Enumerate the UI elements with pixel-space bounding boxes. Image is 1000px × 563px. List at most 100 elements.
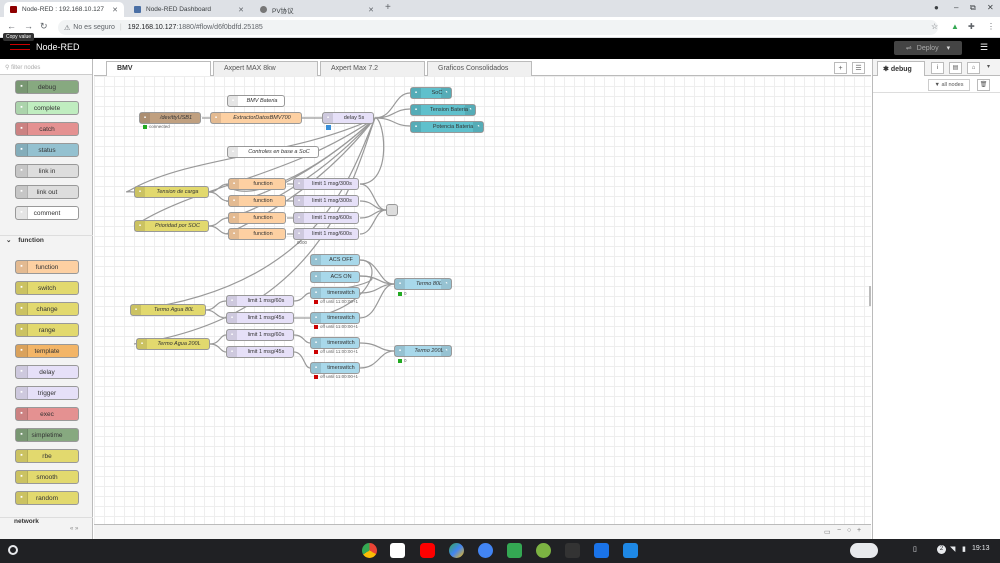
tab-debug[interactable]: ✱ debug [877,61,925,76]
canvas-scroll-handle[interactable] [869,286,871,306]
flow-node-acs-off[interactable]: ▪ACS OFF [310,254,360,266]
account-icon[interactable]: ● [934,3,939,12]
url-input[interactable]: ⚠ No es seguro | 192.168.10.127:1880/#fl… [58,20,938,35]
flow-node-delay[interactable]: ▪delay 5s [322,112,374,124]
debug-filter-button[interactable]: ▼ all nodes [928,79,970,91]
drive-icon[interactable]: ▲ [951,22,959,31]
flow-node-potencia-bat[interactable]: ▪◔Potencia Bateria [410,121,484,133]
list-flows-icon[interactable]: ☰ [852,62,865,74]
palette-node-catch[interactable]: ▪catch [15,122,79,136]
palette-node-debug[interactable]: ▪debug [15,80,79,94]
palette-node-random[interactable]: ▪random [15,491,79,505]
more-icon[interactable]: ⋮ [987,22,995,31]
palette-node-function[interactable]: ▪function [15,260,79,274]
palette-node-comment[interactable]: ▪comment [15,206,79,220]
notification-badge[interactable]: 2 [937,545,946,554]
clock[interactable]: 19:13 [972,545,990,552]
close-icon[interactable]: ✕ [368,6,374,14]
flow-node-sw-prioridad[interactable]: ▪Prioridad por SOC [134,220,209,232]
flow-node-fn4[interactable]: ▪function [228,228,286,240]
palette-filter[interactable]: ⚲ filter nodes [0,59,92,75]
flow-node-fn3[interactable]: ▪function [228,212,286,224]
flow-node-termo80-sw[interactable]: ▪Termo Agua 80L [130,304,206,316]
palette-node-exec[interactable]: ▪exec [15,407,79,421]
flow-node-ts4[interactable]: ▪timerswitch [310,362,360,374]
flow-node-lim1[interactable]: ▪limit 1 msg/300s [293,178,359,190]
flow-node-control-comment[interactable]: ▪Controles en base a SoC [227,146,319,158]
youtube-icon[interactable] [420,543,435,558]
dashboard-icon[interactable]: ⌂ [967,62,980,74]
flow-node-ts3[interactable]: ▪timerswitch [310,337,360,349]
browser-tab-dashboard[interactable]: Node-RED Dashboard ✕ [128,2,250,17]
palette-node-delay[interactable]: ▪delay [15,365,79,379]
flow-node-ts2[interactable]: ▪timerswitch [310,312,360,324]
play-store-icon[interactable] [449,543,464,558]
trash-icon[interactable]: 🗑 [977,79,990,91]
flow-node-lim2[interactable]: ▪limit 1 msg/300s [293,195,359,207]
flow-node-bmv-comment[interactable]: ▪BMV Bateria [227,95,285,107]
forward-icon[interactable]: → [24,21,33,31]
palette-node-smooth[interactable]: ▪smooth [15,470,79,484]
zoom-reset-icon[interactable]: ○ [847,527,852,534]
hamburger-menu-icon[interactable]: ☰ [980,42,989,52]
flow-node-lim5[interactable]: ▪limit 1 msg/60s [226,295,294,307]
flow-node-lim3[interactable]: ▪limit 1 msg/600s [293,212,359,224]
flow-node-soc[interactable]: ▪◔SoC [410,87,452,99]
sheets-icon[interactable] [507,543,522,558]
terminal-icon[interactable] [565,543,580,558]
flow-node-tension-bat[interactable]: ▪◔Tension Bateria [410,104,476,116]
flow-node-lim7[interactable]: ▪limit 1 msg/60s [226,329,294,341]
flow-node-termo200[interactable]: ▪◔Termo 200L [394,345,452,357]
chrome-icon[interactable] [362,543,377,558]
palette-node-switch[interactable]: ▪switch [15,281,79,295]
extensions-icon[interactable]: ✚ [968,22,975,31]
palette-node-status[interactable]: ▪status [15,143,79,157]
flow-node-fn2[interactable]: ▪function [228,195,286,207]
tab-axpert-max-72[interactable]: Axpert Max 7.2 [320,61,425,76]
chevron-down-icon[interactable]: ▾ [946,45,951,52]
zoom-out-icon[interactable]: − [837,527,842,534]
browser-tab-nodered[interactable]: Node-RED : 192.168.10.127 ✕ [4,2,124,17]
palette-node-simpletime[interactable]: ▪simpletime [15,428,79,442]
gmail-icon[interactable] [390,543,405,558]
palette-node-template[interactable]: ▪template [15,344,79,358]
map-icon[interactable]: ▭ [824,529,831,536]
flow-node-termo200-sw[interactable]: ▪Termo Agua 200L [136,338,210,350]
palette-category-network[interactable]: network [0,517,93,531]
flow-node-sw-tension[interactable]: ▪Tension de carga [134,186,209,198]
tab-graficos[interactable]: Graficos Consolidados [427,61,532,76]
avatars-icon[interactable] [850,543,878,558]
book-icon[interactable]: ▤ [949,62,962,74]
tab-axpert-max-8kw[interactable]: Axpert MAX 8kw [213,61,318,76]
flow-node-extract-fn[interactable]: ▪ExtractorDatosBMV700 [210,112,302,124]
palette-node-range[interactable]: ▪range [15,323,79,337]
zoom-in-icon[interactable]: + [857,527,862,534]
phone-icon[interactable]: ▯ [913,546,917,553]
files-icon[interactable] [478,543,493,558]
flow-node-acs-on[interactable]: ▪ACS ON [310,271,360,283]
back-icon[interactable]: ← [7,21,16,31]
palette-node-complete[interactable]: ▪complete [15,101,79,115]
photos-icon[interactable] [536,543,551,558]
browser-tab-pv[interactable]: PV协议 ✕ [254,2,380,17]
flow-node-fn1[interactable]: ▪function [228,178,286,190]
close-icon[interactable]: ✕ [112,6,118,14]
flow-canvas[interactable]: ▪BMV Bateria ▪/dev/ttyUSB1 ▪ExtractorDatos… [94,76,871,524]
deploy-button[interactable]: ⇌ Deploy ▾ [894,41,962,55]
new-tab-icon[interactable]: + [385,2,391,13]
add-flow-icon[interactable]: + [834,62,847,74]
palette-collapse-icon[interactable]: « » [70,526,79,532]
flow-node-lim4[interactable]: ▪limit 1 msg/600s [293,228,359,240]
palette-node-rbe[interactable]: ▪rbe [15,449,79,463]
flow-node-join[interactable] [386,204,398,216]
minimize-icon[interactable]: – [954,3,959,12]
reload-icon[interactable]: ↻ [40,21,48,31]
flow-node-lim8[interactable]: ▪limit 1 msg/45s [226,346,294,358]
window-close-icon[interactable]: ✕ [987,3,994,12]
flow-node-termo80[interactable]: ▪◔Termo 80L [394,278,452,290]
flow-node-ts1[interactable]: ▪timerswitch [310,287,360,299]
flow-node-serial-in[interactable]: ▪/dev/ttyUSB1 [139,112,201,124]
palette-node-change[interactable]: ▪change [15,302,79,316]
folder-icon[interactable] [623,543,638,558]
palette-node-trigger[interactable]: ▪trigger [15,386,79,400]
